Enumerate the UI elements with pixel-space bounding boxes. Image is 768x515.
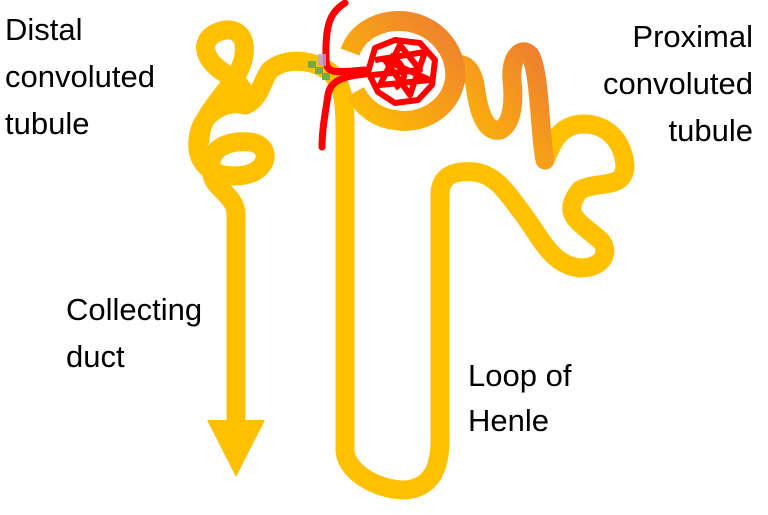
distal-tubule-connector bbox=[235, 51, 355, 140]
label-proximal-convoluted-tubule: Proximal convoluted tubule bbox=[603, 19, 753, 148]
collecting-duct-arrowhead bbox=[207, 420, 265, 477]
svg-text:Proximal: Proximal bbox=[632, 19, 753, 54]
juxtaglomerular-cells bbox=[308, 61, 330, 80]
efferent-arteriole bbox=[318, 70, 369, 151]
glomerulus bbox=[365, 37, 438, 106]
svg-text:Distal: Distal bbox=[5, 12, 83, 47]
svg-text:tubule: tubule bbox=[5, 106, 89, 141]
distal-convoluted-tubule bbox=[188, 20, 275, 435]
loop-of-henle bbox=[335, 114, 635, 500]
svg-text:convoluted: convoluted bbox=[603, 66, 753, 101]
svg-text:tubule: tubule bbox=[669, 113, 753, 148]
bowmans-capsule bbox=[340, 11, 466, 131]
svg-text:convoluted: convoluted bbox=[5, 59, 155, 94]
svg-text:duct: duct bbox=[66, 339, 125, 374]
proximal-convoluted-tubule bbox=[445, 42, 555, 170]
svg-text:Collecting: Collecting bbox=[66, 292, 202, 327]
svg-text:Loop of: Loop of bbox=[468, 358, 572, 393]
svg-text:Henle: Henle bbox=[468, 403, 549, 438]
macula-densa bbox=[318, 54, 326, 66]
label-distal-convoluted-tubule: Distal convoluted tubule bbox=[5, 12, 155, 141]
label-loop-of-henle: Loop of Henle bbox=[468, 358, 572, 438]
label-collecting-duct: Collecting duct bbox=[66, 292, 202, 374]
